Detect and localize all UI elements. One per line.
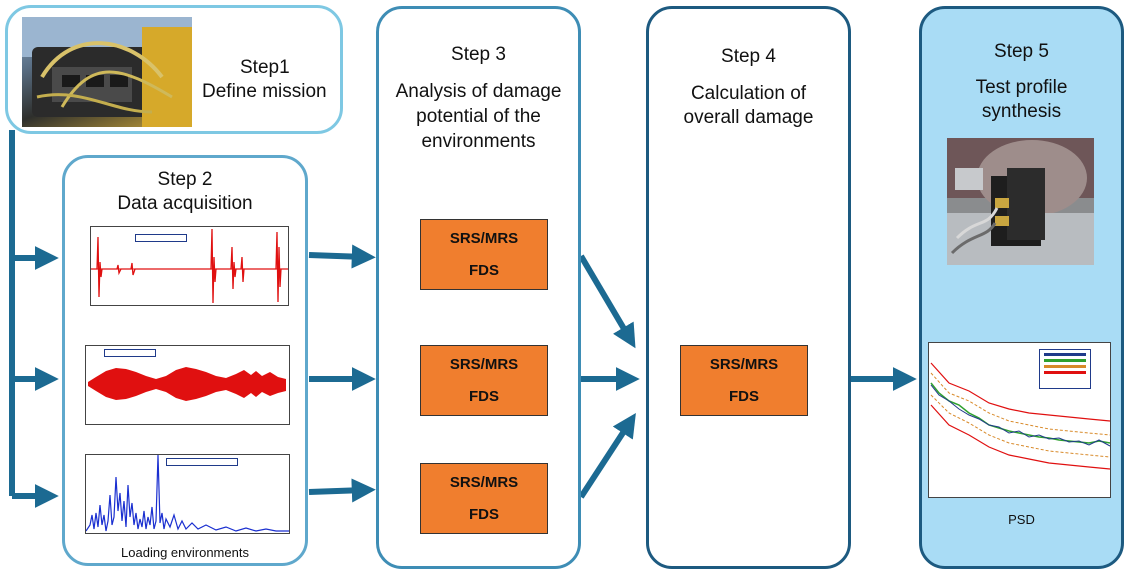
plot-legend: [166, 458, 238, 466]
psd-plot: [928, 342, 1111, 498]
step2-caption: Loading environments: [121, 545, 249, 560]
analysis-box-3-line1: SRS/MRS: [449, 473, 519, 491]
step3-description-line1: Analysis of damage: [395, 81, 562, 102]
step4-description-line1: Calculation of: [690, 83, 807, 104]
test-rig-photo: [947, 138, 1094, 265]
psd-legend: [1039, 349, 1091, 389]
signal-trace-spectrum: [85, 454, 289, 532]
time-signal-plot-vibration: [85, 345, 290, 425]
step5-title: Step 5: [994, 41, 1049, 62]
damage-box: SRS/MRS FDS: [680, 345, 808, 416]
step1-title: Step1: [240, 57, 290, 78]
step1-subtitle: Define mission: [202, 81, 327, 102]
step5-description-line1: Test profile: [975, 77, 1068, 98]
step2-subtitle: Data acquisition: [117, 193, 253, 214]
time-signal-plot-shock: [90, 226, 289, 306]
spectrum-plot: [85, 454, 290, 534]
damage-box-line2: FDS: [729, 387, 759, 405]
analysis-box-1: SRS/MRS FDS: [420, 219, 548, 290]
step2-title: Step 2: [157, 169, 213, 190]
plot-legend: [104, 349, 156, 357]
mission-photo-illustration: [22, 17, 192, 127]
step5-description-line2: synthesis: [981, 101, 1062, 122]
analysis-box-2: SRS/MRS FDS: [420, 345, 548, 416]
analysis-box-2-line1: SRS/MRS: [449, 355, 519, 373]
analysis-box-2-line2: FDS: [469, 387, 499, 405]
signal-trace-vibration: [88, 367, 286, 401]
step3-description-line3: environments: [421, 131, 536, 152]
arrow-box1-to-step4: [578, 254, 636, 349]
arrow-plot1-to-step3: [308, 244, 376, 269]
analysis-box-3: SRS/MRS FDS: [420, 463, 548, 534]
step4-box: Step 4 Calculation of overall damage: [646, 6, 851, 569]
analysis-box-3-line2: FDS: [469, 505, 499, 523]
damage-box-line1: SRS/MRS: [709, 355, 779, 373]
psd-label: PSD: [1008, 512, 1035, 527]
mission-photo: [22, 17, 192, 127]
step4-description-line2: overall damage: [683, 107, 814, 128]
step3-description-line2: potential of the: [416, 106, 541, 127]
plot-legend: [135, 234, 187, 242]
arrow-box3-to-step4: [578, 412, 636, 499]
arrow-plot3-to-step3: [308, 478, 376, 503]
analysis-box-1-line1: SRS/MRS: [449, 229, 519, 247]
psd-curves: [930, 362, 1111, 470]
test-rig-illustration: [947, 138, 1094, 265]
signal-trace-shock: [91, 228, 288, 304]
step3-title: Step 3: [451, 44, 506, 65]
step4-title: Step 4: [721, 46, 776, 67]
analysis-box-1-line2: FDS: [469, 261, 499, 279]
